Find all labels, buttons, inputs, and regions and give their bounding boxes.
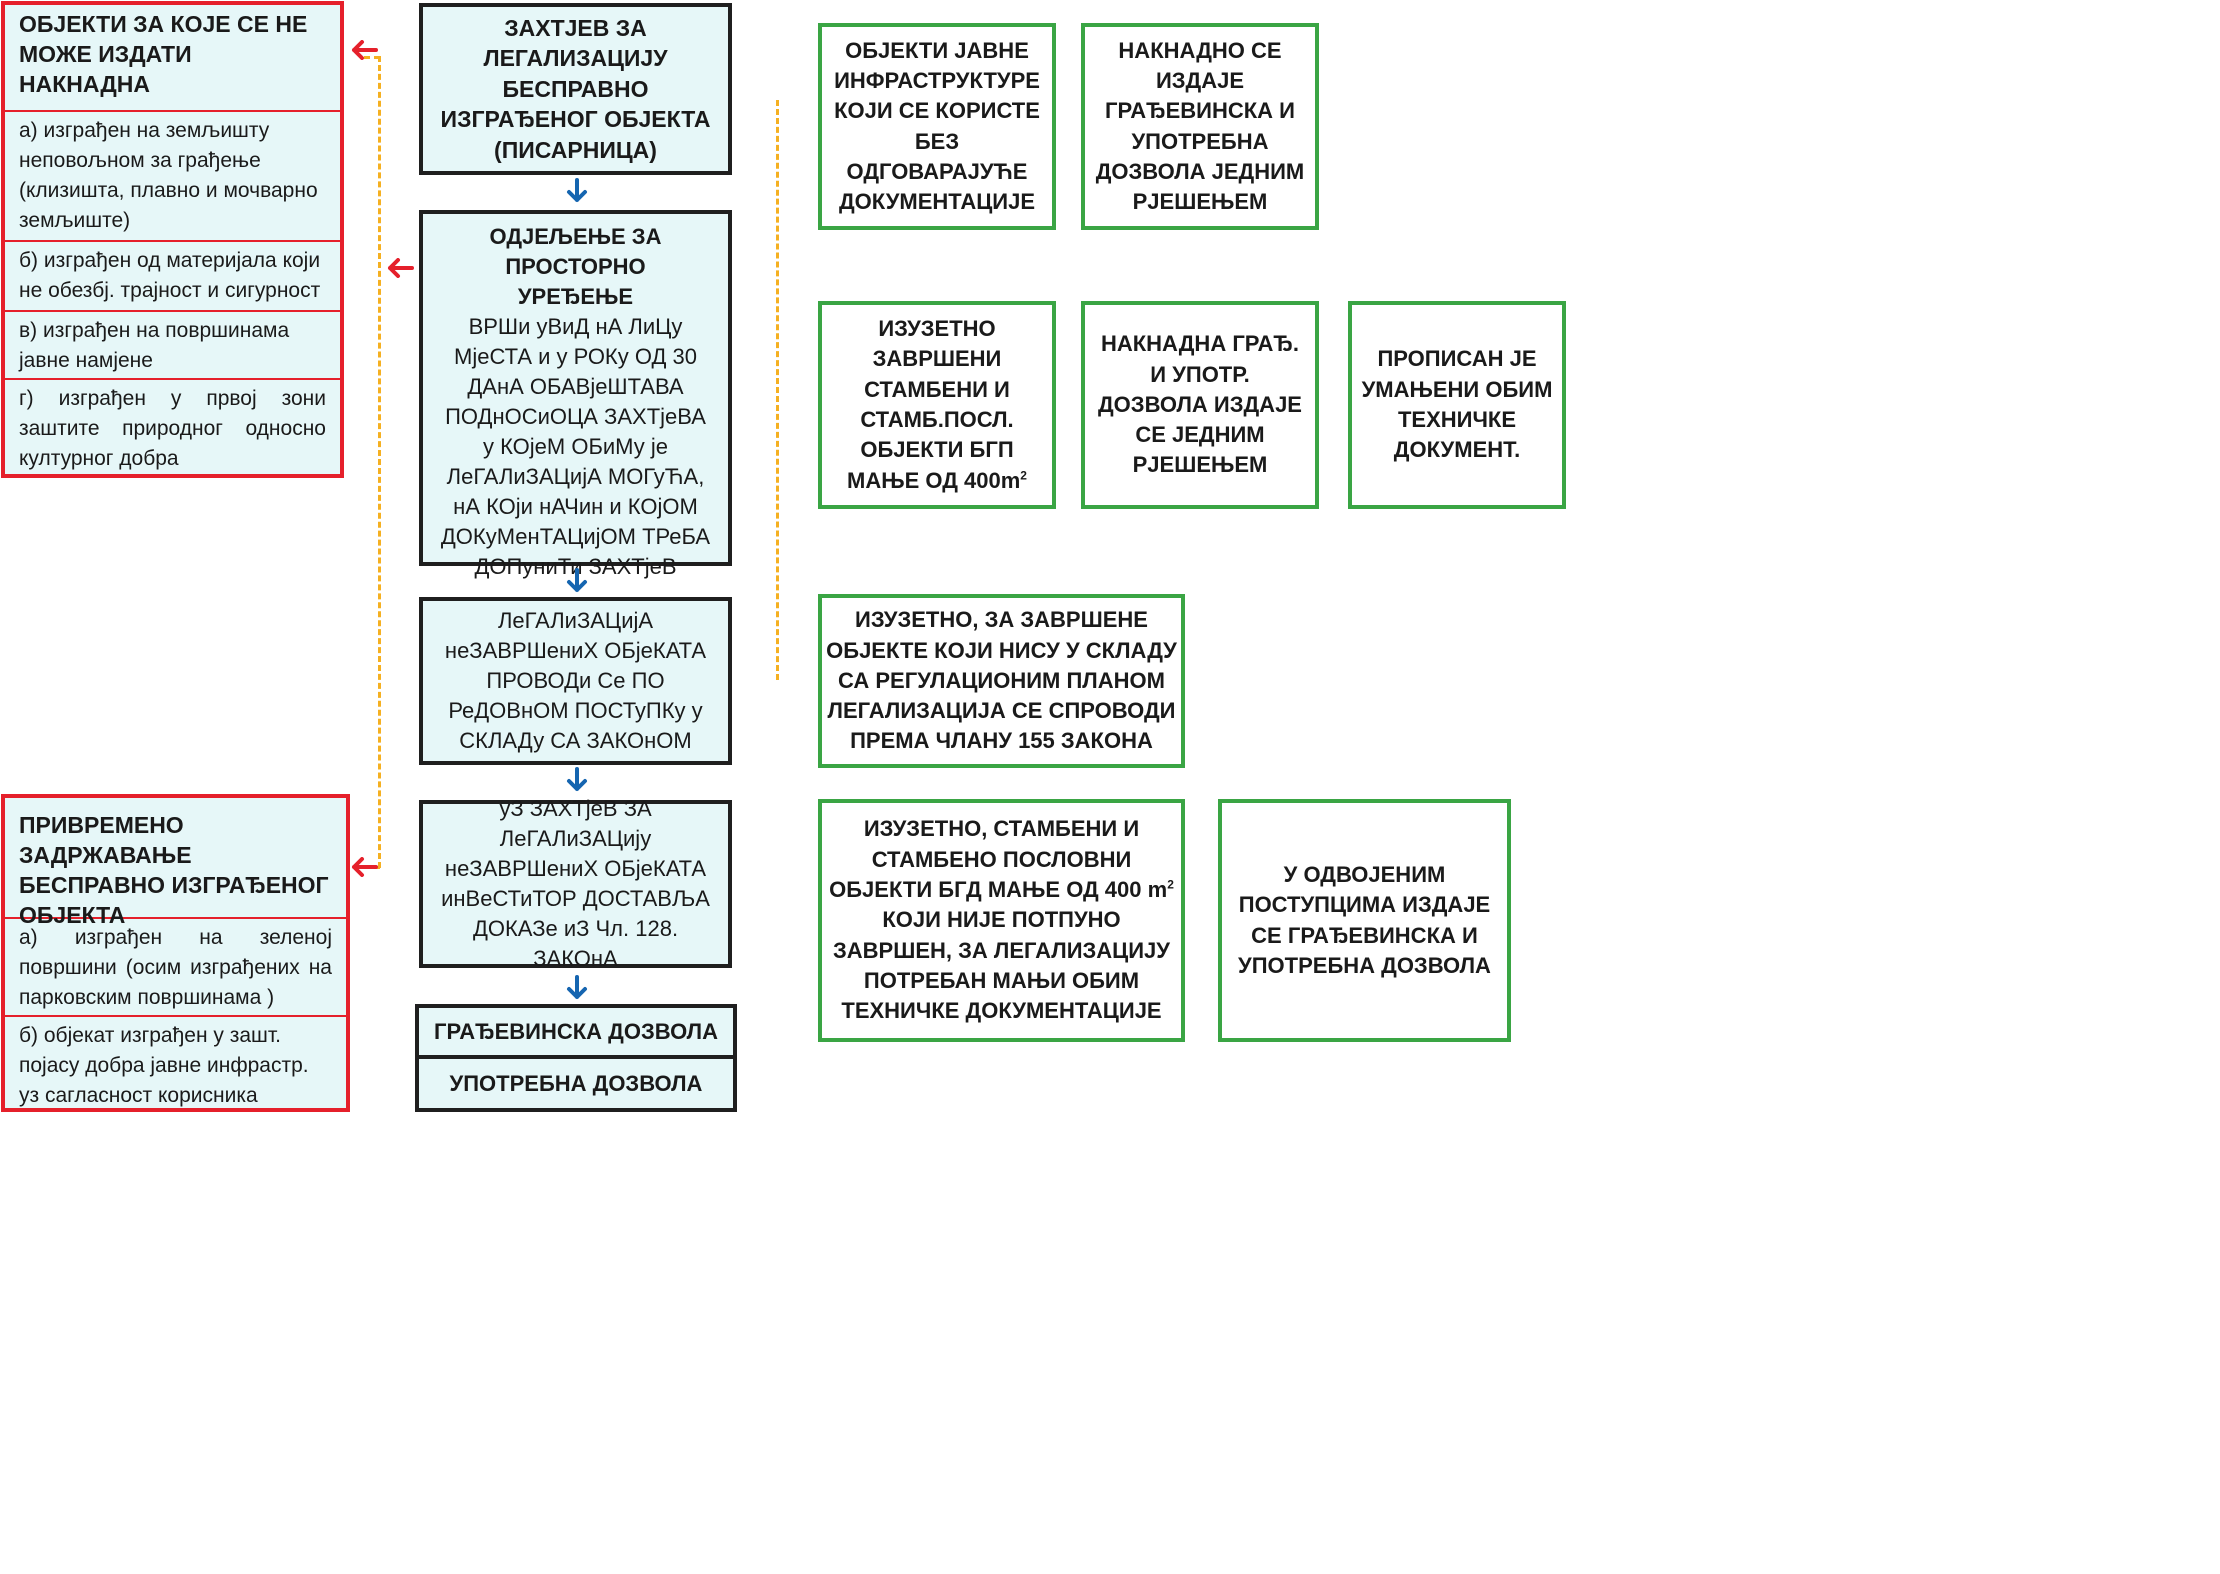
separate-procedures-text: У ОДВОЈЕНИМ ПОСТУПЦИМА ИЗДАЈЕ СЕ ГРАЂЕВИ… (1238, 861, 1491, 978)
regular-procedure-text: ЛеГАЛиЗАЦијА неЗАВРШениХ ОБјеКАТА ПРОВОД… (444, 608, 707, 753)
public-infrastructure-box: ОБЈЕКТИ ЈАВНЕ ИНФРАСТРУКТУРЕ КОЈИ СЕ КОР… (818, 23, 1056, 230)
building-permit-box: ГРАЂЕВИНСКА ДОЗВОЛА (415, 1004, 737, 1059)
area-unit-superscript: 2 (1020, 468, 1027, 483)
single-decision-permit-text: НАКНАДНО СЕ ИЗДАЈЕ ГРАЂЕВИНСКА И УПОТРЕБ… (1095, 37, 1305, 215)
evidence-text: уЗ ЗАХТјеВ ЗА ЛеГАЛиЗАЦију неЗАВРШениХ О… (441, 796, 710, 971)
condition-item-a: а) изграђен на земљишту неповољном за гр… (5, 110, 340, 240)
use-permit-box: УПОТРЕБНА ДОЗВОЛА (415, 1055, 737, 1112)
completed-residential-text: ИЗУЗЕТНО ЗАВРШЕНИ СТАМБЕНИ И СТАМБ.ПОСЛ.… (828, 314, 1046, 496)
area-unit-superscript: 2 (1167, 877, 1174, 892)
article-155-text: ИЗУЗЕТНО, ЗА ЗАВРШЕНЕ ОБЈЕКТЕ КОЈИ НИСУ … (826, 607, 1177, 754)
public-infrastructure-text: ОБЈЕКТИ ЈАВНЕ ИНФРАСТРУКТУРЕ КОЈИ СЕ КОР… (834, 37, 1040, 215)
use-permit-label: УПОТРЕБНА ДОЗВОЛА (449, 1070, 703, 1096)
step-request-box: ЗАХТЈЕВ ЗА ЛЕГАЛИЗАЦИЈУ БЕСПРАВНО ИЗГРАЂ… (419, 3, 732, 175)
condition-item-b: б) изграђен од материјала који не обезбј… (5, 240, 340, 310)
article-155-box: ИЗУЗЕТНО, ЗА ЗАВРШЕНЕ ОБЈЕКТЕ КОЈИ НИСУ … (818, 594, 1185, 768)
temporary-retention-title: ПРИВРЕМЕНО ЗАДРЖАВАЊЕ БЕСПРАВНО ИЗГРАЂЕН… (19, 812, 329, 928)
reduced-documentation-text: ПРОПИСАН ЈЕ УМАЊЕНИ ОБИМ ТЕХНИЧКЕ ДОКУМЕ… (1361, 346, 1553, 463)
separate-procedures-box: У ОДВОЈЕНИМ ПОСТУПЦИМА ИЗДАЈЕ СЕ ГРАЂЕВИ… (1218, 799, 1511, 1042)
single-decision-permit-box: НАКНАДНО СЕ ИЗДАЈЕ ГРАЂЕВИНСКА И УПОТРЕБ… (1081, 23, 1319, 230)
non-legalizable-title: ОБЈЕКТИ ЗА КОЈЕ СЕ НЕ МОЖЕ ИЗДАТИ НАКНАД… (19, 11, 308, 97)
subsequent-permit-text: НАКНАДНА ГРАЂ. И УПОТР. ДОЗВОЛА ИЗДАЈЕ С… (1098, 331, 1302, 478)
temporary-retention-box: ПРИВРЕМЕНО ЗАДРЖАВАЊЕ БЕСПРАВНО ИЗГРАЂЕН… (1, 794, 350, 1112)
dashed-connector-left (378, 56, 381, 868)
subsequent-permit-box: НАКНАДНА ГРАЂ. И УПОТР. ДОЗВОЛА ИЗДАЈЕ С… (1081, 301, 1319, 509)
arrow-left-icon (352, 857, 378, 877)
dashed-connector-right (776, 100, 779, 680)
unfinished-residential-text: ИЗУЗЕТНО, СТАМБЕНИ И СТАМБЕНО ПОСЛОВНИ О… (826, 814, 1177, 1026)
step-request-text: ЗАХТЈЕВ ЗА ЛЕГАЛИЗАЦИЈУ БЕСПРАВНО ИЗГРАЂ… (440, 14, 711, 163)
step-evidence-box: уЗ ЗАХТјеВ ЗА ЛеГАЛиЗАЦију неЗАВРШениХ О… (419, 796, 732, 971)
condition-item-d: г) изграђен у првој зони заштите природн… (5, 378, 340, 478)
retention-item-a: а) изграђен на зеленој површини (осим из… (5, 917, 346, 1015)
dashed-connector-top (364, 56, 380, 59)
arrow-down-icon (567, 568, 587, 592)
building-permit-label: ГРАЂЕВИНСКА ДОЗВОЛА (434, 1018, 718, 1044)
completed-residential-main: ИЗУЗЕТНО ЗАВРШЕНИ СТАМБЕНИ И СТАМБ.ПОСЛ.… (847, 316, 1021, 493)
step-regular-procedure-box: ЛеГАЛиЗАЦијА неЗАВРШениХ ОБјеКАТА ПРОВОД… (419, 597, 732, 765)
condition-item-c: в) изграђен на површинама јавне намјене (5, 310, 340, 378)
arrow-left-icon (352, 40, 378, 60)
planning-department-text: ВРШи уВиД нА ЛиЦу МјеСТА и у РОКу ОД 30 … (440, 314, 711, 579)
non-legalizable-box: ОБЈЕКТИ ЗА КОЈЕ СЕ НЕ МОЖЕ ИЗДАТИ НАКНАД… (1, 1, 344, 478)
planning-department-title: ОДЈЕЉЕЊЕ ЗА ПРОСТОРНО УРЕЂЕЊЕ (489, 224, 662, 309)
arrow-left-icon (388, 258, 414, 278)
unfinished-residential-part1: ИЗУЗЕТНО, СТАМБЕНИ И СТАМБЕНО ПОСЛОВНИ О… (829, 816, 1168, 903)
arrow-down-icon (567, 767, 587, 791)
retention-item-b: б) објекат изграђен у зашт. појасу добра… (5, 1015, 346, 1120)
unfinished-residential-part2: КОЈИ НИЈЕ ПОТПУНО ЗАВРШЕН, ЗА ЛЕГАЛИЗАЦИ… (833, 907, 1170, 1024)
unfinished-residential-box: ИЗУЗЕТНО, СТАМБЕНИ И СТАМБЕНО ПОСЛОВНИ О… (818, 799, 1185, 1042)
arrow-down-icon (567, 178, 587, 202)
step-planning-box: ОДЈЕЉЕЊЕ ЗА ПРОСТОРНО УРЕЂЕЊЕ ВРШи уВиД … (419, 210, 732, 579)
arrow-down-icon (567, 975, 587, 999)
completed-residential-box: ИЗУЗЕТНО ЗАВРШЕНИ СТАМБЕНИ И СТАМБ.ПОСЛ.… (818, 301, 1056, 509)
reduced-documentation-box: ПРОПИСАН ЈЕ УМАЊЕНИ ОБИМ ТЕХНИЧКЕ ДОКУМЕ… (1348, 301, 1566, 509)
